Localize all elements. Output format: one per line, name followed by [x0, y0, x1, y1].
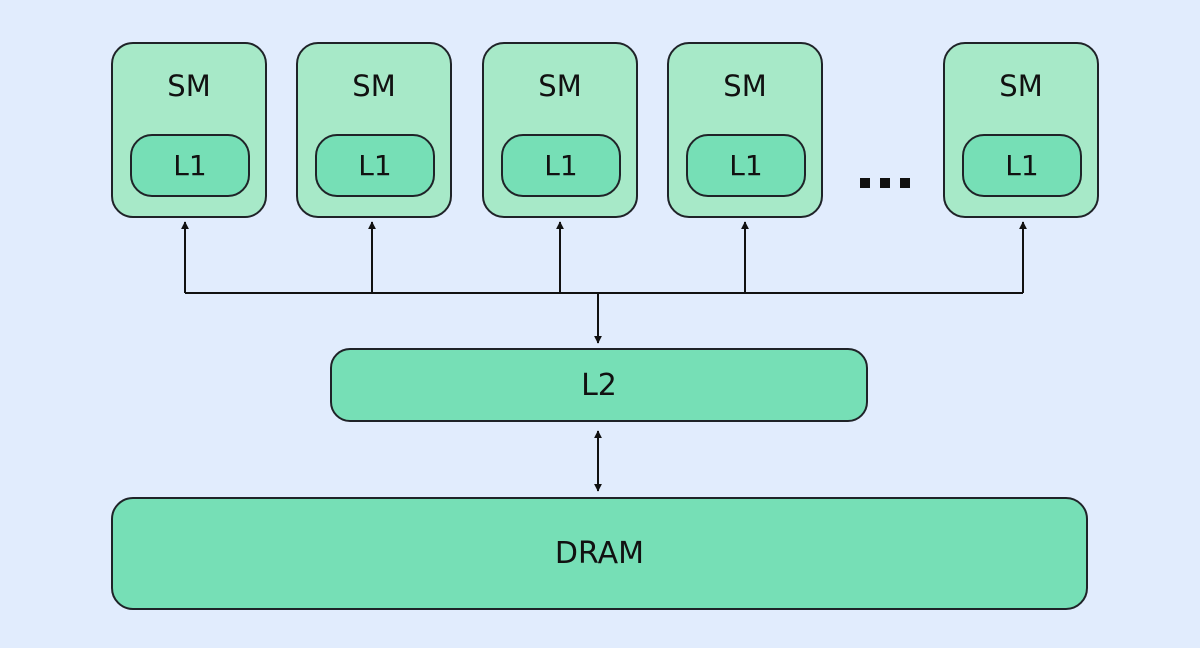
sm-label: SM: [538, 69, 582, 103]
sm-block-3: SM L1: [482, 42, 638, 218]
ellipsis-dot: [900, 178, 910, 188]
more-sms-ellipsis: [860, 178, 910, 192]
sm-label: SM: [167, 69, 211, 103]
ellipsis-dot: [880, 178, 890, 188]
l1-cache: L1: [501, 134, 621, 197]
l1-cache: L1: [686, 134, 806, 197]
l1-cache: L1: [962, 134, 1082, 197]
ellipsis-dot: [860, 178, 870, 188]
sm-block-1: SM L1: [111, 42, 267, 218]
sm-block-2: SM L1: [296, 42, 452, 218]
l2-cache: L2: [330, 348, 868, 422]
l1-cache: L1: [315, 134, 435, 197]
sm-label: SM: [352, 69, 396, 103]
dram-block: DRAM: [111, 497, 1088, 610]
l1-cache: L1: [130, 134, 250, 197]
sm-block-4: SM L1: [667, 42, 823, 218]
sm-label: SM: [999, 69, 1043, 103]
sm-block-5: SM L1: [943, 42, 1099, 218]
sm-label: SM: [723, 69, 767, 103]
